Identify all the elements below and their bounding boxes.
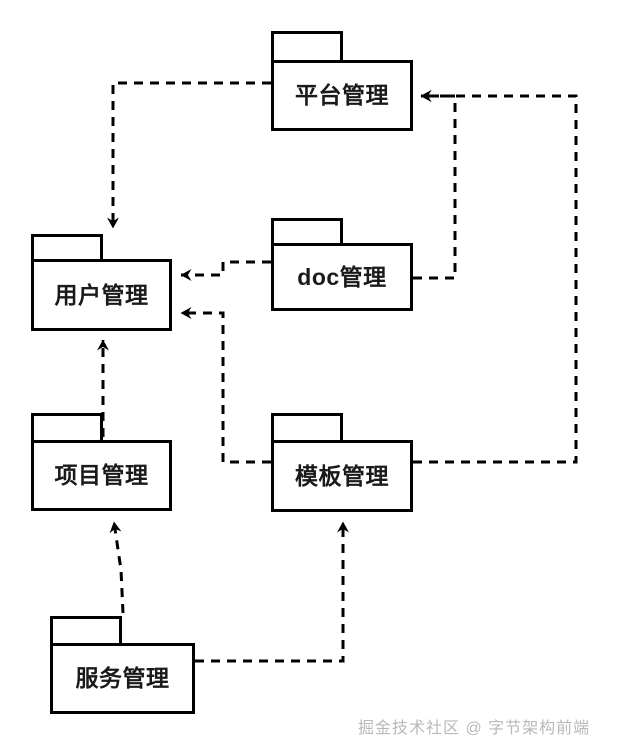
package-label: 平台管理: [295, 82, 389, 108]
package-tab: [271, 218, 343, 246]
package-label: doc管理: [297, 263, 387, 290]
dependency-platform-to-user: [107, 81, 271, 229]
package-service[interactable]: 服务管理: [50, 616, 195, 714]
package-template[interactable]: 模板管理: [271, 413, 413, 512]
package-body: 平台管理: [271, 60, 413, 131]
watermark-text: 掘金技术社区 @ 字节架构前端: [358, 720, 591, 737]
package-tab: [31, 413, 103, 443]
package-label: 用户管理: [54, 281, 149, 308]
package-label: 服务管理: [75, 665, 170, 691]
package-label: 项目管理: [54, 462, 149, 488]
package-tab: [50, 616, 122, 646]
package-body: doc管理: [271, 243, 413, 311]
dependency-template-to-user: [180, 307, 271, 464]
package-tab: [31, 234, 103, 262]
package-body: 模板管理: [271, 440, 413, 512]
package-user[interactable]: 用户管理: [31, 234, 172, 331]
package-body: 项目管理: [31, 440, 172, 511]
dependency-template-to-platform: [413, 90, 578, 464]
package-doc[interactable]: doc管理: [271, 218, 413, 311]
package-body: 用户管理: [31, 259, 172, 331]
package-tab: [271, 31, 343, 63]
package-label: 模板管理: [295, 462, 389, 489]
package-project[interactable]: 项目管理: [31, 413, 172, 511]
package-tab: [271, 413, 343, 443]
package-body: 服务管理: [50, 643, 195, 714]
dependency-service-to-template: [195, 521, 349, 663]
package-platform[interactable]: 平台管理: [271, 31, 413, 131]
dependency-doc-to-user: [180, 260, 271, 281]
dependency-doc-to-platform: [413, 90, 457, 280]
dependency-service-to-project: [109, 521, 125, 614]
